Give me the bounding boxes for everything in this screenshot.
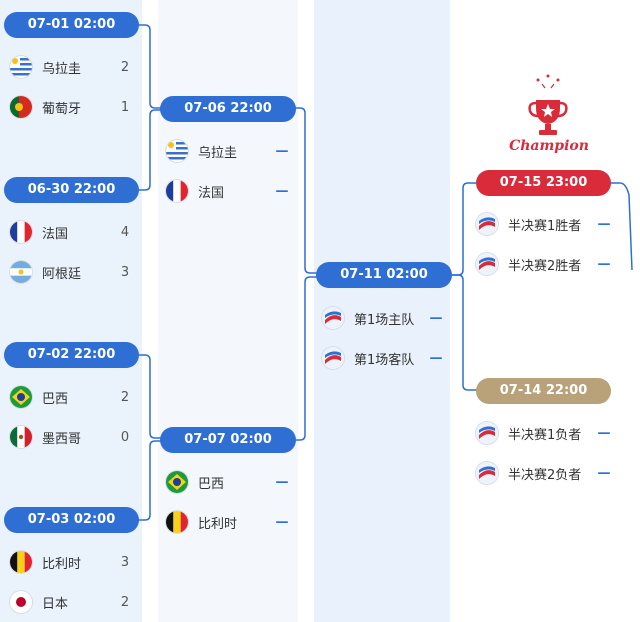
match-time-badge: 07-07 02:00 <box>160 427 296 453</box>
champion-label: Champion <box>509 138 589 154</box>
belgium-flag-icon <box>166 511 188 533</box>
france-flag-icon <box>10 221 32 243</box>
match-time-badge: 07-06 22:00 <box>160 96 296 122</box>
team-row[interactable]: 法国 — <box>166 176 292 206</box>
team-score: — <box>275 143 289 159</box>
team-name: 阿根廷 <box>42 266 82 282</box>
team-name: 比利时 <box>198 516 238 532</box>
team-name: 法国 <box>198 185 225 201</box>
team-name: 乌拉圭 <box>42 61 82 77</box>
team-name: 巴西 <box>198 476 225 492</box>
team-row[interactable]: 半决赛2负者 — <box>476 458 614 488</box>
uruguay-flag-icon <box>10 56 32 78</box>
team-row[interactable]: 法国 4 <box>10 217 135 247</box>
france-flag-icon <box>166 180 188 202</box>
portugal-flag-icon <box>10 96 32 118</box>
team-row[interactable]: 半决赛1负者 — <box>476 418 614 448</box>
match-time-badge: 06-30 22:00 <box>4 177 139 203</box>
team-name: 半决赛2负者 <box>508 467 582 483</box>
team-score: 2 <box>120 389 130 405</box>
placeholder-ball-icon <box>476 422 498 444</box>
team-name: 半决赛1胜者 <box>508 218 582 234</box>
team-score: — <box>275 183 289 199</box>
final-time-badge: 07-15 23:00 <box>476 170 611 196</box>
belgium-flag-icon <box>10 551 32 573</box>
placeholder-ball-icon <box>476 253 498 275</box>
team-score: — <box>597 425 611 441</box>
team-row[interactable]: 半决赛1胜者 — <box>476 209 614 239</box>
team-score: 0 <box>120 429 130 445</box>
match-time-badge: 07-03 02:00 <box>4 507 139 533</box>
mexico-flag-icon <box>10 426 32 448</box>
team-name: 第1场主队 <box>354 312 415 328</box>
team-score: — <box>275 474 289 490</box>
team-row[interactable]: 第1场主队 — <box>322 303 446 333</box>
team-score: 2 <box>120 59 130 75</box>
team-score: 3 <box>120 554 130 570</box>
team-score: 3 <box>120 264 130 280</box>
brazil-flag-icon <box>10 386 32 408</box>
team-name: 葡萄牙 <box>42 101 82 117</box>
team-row[interactable]: 巴西 2 <box>10 382 135 412</box>
team-score: — <box>597 256 611 272</box>
team-row[interactable]: 阿根廷 3 <box>10 257 135 287</box>
team-name: 第1场客队 <box>354 352 415 368</box>
team-name: 法国 <box>42 226 69 242</box>
team-row[interactable]: 半决赛2胜者 — <box>476 249 614 279</box>
team-score: — <box>597 465 611 481</box>
match-time-badge: 07-11 02:00 <box>316 262 452 288</box>
team-score: — <box>597 216 611 232</box>
team-row[interactable]: 巴西 — <box>166 467 292 497</box>
team-row[interactable]: 比利时 — <box>166 507 292 537</box>
placeholder-ball-icon <box>476 213 498 235</box>
team-row[interactable]: 乌拉圭 — <box>166 136 292 166</box>
team-name: 巴西 <box>42 391 69 407</box>
team-score: — <box>429 350 443 366</box>
team-row[interactable]: 墨西哥 0 <box>10 422 135 452</box>
team-row[interactable]: 比利时 3 <box>10 547 135 577</box>
brazil-flag-icon <box>166 471 188 493</box>
team-name: 日本 <box>42 596 69 612</box>
team-score: 2 <box>120 594 130 610</box>
team-name: 半决赛1负者 <box>508 427 582 443</box>
japan-flag-icon <box>10 591 32 613</box>
trophy-icon <box>512 72 584 160</box>
team-score: — <box>429 310 443 326</box>
team-score: — <box>275 514 289 530</box>
placeholder-ball-icon <box>322 307 344 329</box>
team-name: 比利时 <box>42 556 82 572</box>
match-time-badge: 07-01 02:00 <box>4 12 139 38</box>
team-score: 1 <box>120 99 130 115</box>
placeholder-ball-icon <box>322 347 344 369</box>
team-score: 4 <box>120 224 130 240</box>
team-row[interactable]: 葡萄牙 1 <box>10 92 135 122</box>
third-place-time-badge: 07-14 22:00 <box>476 378 611 404</box>
match-time-badge: 07-02 22:00 <box>4 342 139 368</box>
team-name: 墨西哥 <box>42 431 82 447</box>
team-row[interactable]: 第1场客队 — <box>322 343 446 373</box>
uruguay-flag-icon <box>166 140 188 162</box>
team-row[interactable]: 乌拉圭 2 <box>10 52 135 82</box>
team-row[interactable]: 日本 2 <box>10 587 135 617</box>
team-name: 乌拉圭 <box>198 145 238 161</box>
placeholder-ball-icon <box>476 462 498 484</box>
team-name: 半决赛2胜者 <box>508 258 582 274</box>
argentina-flag-icon <box>10 261 32 283</box>
